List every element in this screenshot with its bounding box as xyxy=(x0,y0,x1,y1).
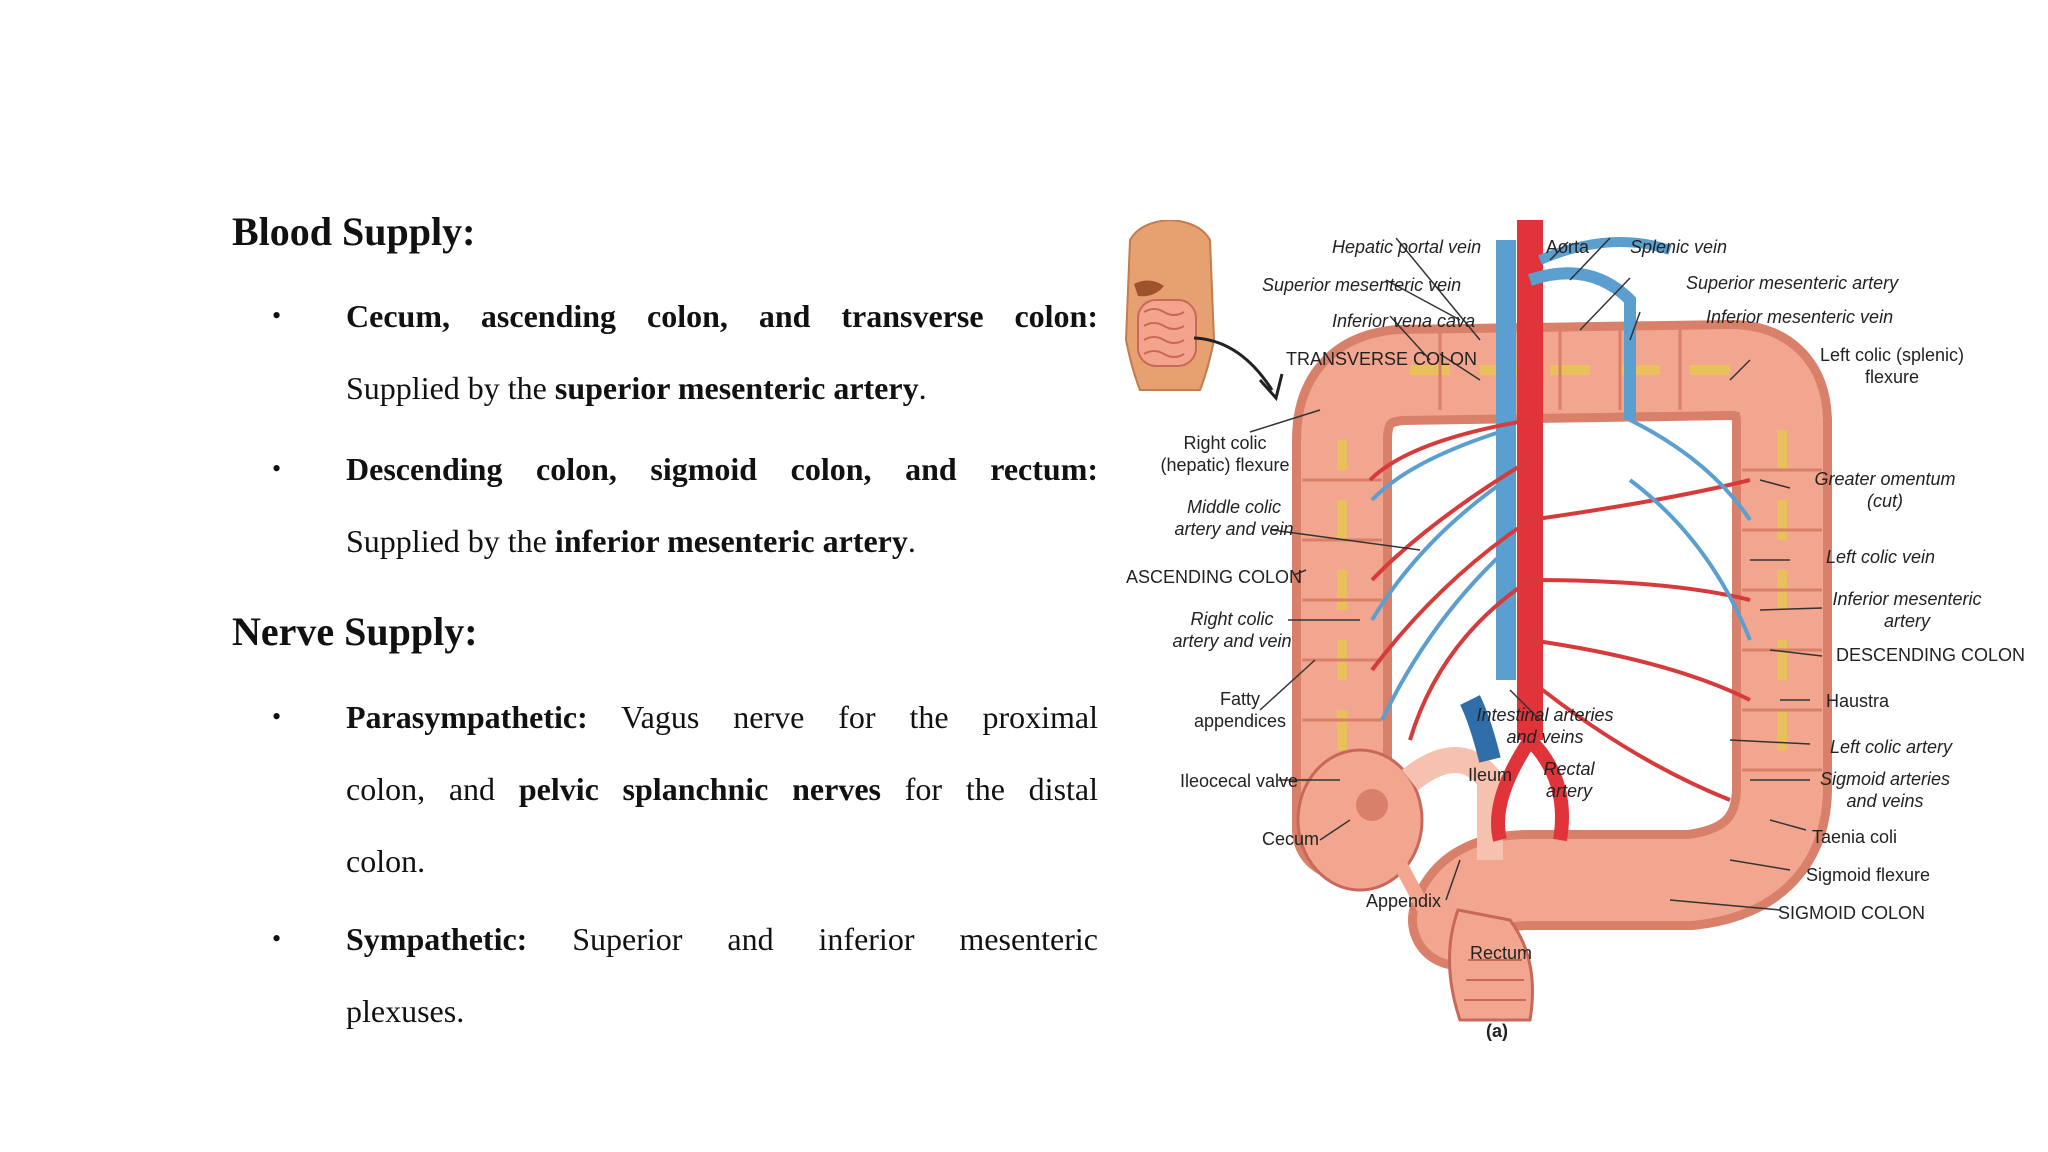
blood-supply-heading: Blood Supply: xyxy=(232,209,476,254)
item-text: colon. xyxy=(346,843,426,879)
item-lead: Parasympathetic: xyxy=(346,699,588,735)
nerve-supply-item-sympathetic: • Sympathetic: Superior and inferior mes… xyxy=(272,903,1098,1047)
label-right-colic: Right colic artery and vein xyxy=(1172,609,1292,651)
label-ileocecal-valve: Ileocecal valve xyxy=(1180,771,1299,791)
item-lead: Descending colon, sigmoid colon, and rec… xyxy=(346,451,1098,487)
pointer-arrow-icon xyxy=(1193,336,1274,391)
label-intestinal-arteries: Intestinal arteries and veins xyxy=(1476,705,1614,747)
nerve-supply-heading: Nerve Supply: xyxy=(232,609,478,654)
label-sigmoid-arteries: Sigmoid arteries and veins xyxy=(1819,769,1951,811)
label-sigmoid-colon: SIGMOID COLON xyxy=(1778,903,1926,923)
label-appendix: Appendix xyxy=(1366,891,1442,911)
item-emphasis: inferior mesenteric artery xyxy=(554,523,908,559)
label-superior-mesenteric-vein: Superior mesenteric vein xyxy=(1262,275,1462,295)
bullet-icon: • xyxy=(272,924,282,953)
item-emphasis: superior mesenteric artery xyxy=(554,370,919,406)
nerve-supply-item-parasympathetic: • Parasympathetic: Vagus nerve for the p… xyxy=(272,681,1099,897)
label-sigmoid-flexure: Sigmoid flexure xyxy=(1806,865,1931,885)
large-intestine xyxy=(1292,320,1832,1022)
blood-supply-item-inferior: • Descending colon, sigmoid colon, and r… xyxy=(272,433,1098,577)
label-panel: (a) xyxy=(1486,1021,1508,1041)
item-emphasis: pelvic splanchnic nerves xyxy=(518,771,881,807)
item-lead: Sympathetic: xyxy=(346,921,528,957)
colon-illustration xyxy=(1124,220,1832,1022)
blood-supply-item-superior: • Cecum, ascending colon, and transverse… xyxy=(272,280,1098,424)
label-greater-omentum: Greater omentum (cut) xyxy=(1814,469,1956,511)
torso-inset-icon xyxy=(1124,220,1216,391)
label-left-colic-artery: Left colic artery xyxy=(1830,737,1953,757)
item-text: plexuses. xyxy=(346,993,465,1029)
item-text: for the distal xyxy=(881,771,1099,807)
bullet-icon: • xyxy=(272,454,282,483)
label-rectal-artery: Rectal artery xyxy=(1543,759,1595,801)
label-taenia-coli: Taenia coli xyxy=(1812,827,1898,847)
label-superior-mesenteric-artery: Superior mesenteric artery xyxy=(1686,273,1899,293)
label-middle-colic: Middle colic artery and vein xyxy=(1174,497,1294,539)
label-splenic-vein: Splenic vein xyxy=(1630,237,1728,257)
item-text: Superior and inferior mesenteric xyxy=(527,921,1098,957)
leader-lines xyxy=(1249,237,1823,911)
label-ascending-colon: ASCENDING COLON xyxy=(1126,567,1303,587)
bullet-icon: • xyxy=(272,702,282,731)
label-transverse-colon: TRANSVERSE COLON xyxy=(1286,349,1478,369)
vessels xyxy=(1368,220,1752,842)
label-inferior-vena-cava: Inferior vena cava xyxy=(1332,311,1476,331)
item-text: Supplied by the xyxy=(346,370,555,406)
label-fatty-appendices: Fatty appendices xyxy=(1193,689,1287,731)
label-hepatic-portal-vein: Hepatic portal vein xyxy=(1332,237,1482,257)
label-left-colic-vein: Left colic vein xyxy=(1826,547,1936,567)
label-inferior-mesenteric-vein: Inferior mesenteric vein xyxy=(1706,307,1894,327)
item-text: Supplied by the xyxy=(346,523,555,559)
label-aorta: Aorta xyxy=(1546,237,1590,257)
label-rectum: Rectum xyxy=(1470,943,1533,963)
colon-anatomy-figure: Hepatic portal vein Aorta Splenic vein S… xyxy=(1110,220,2030,1060)
label-haustra: Haustra xyxy=(1826,691,1890,711)
label-right-colic-flexure: Right colic (hepatic) flexure xyxy=(1160,433,1290,475)
item-text: Vagus nerve for the proximal xyxy=(587,699,1098,735)
label-cecum: Cecum xyxy=(1262,829,1320,849)
bullet-icon: • xyxy=(272,301,282,330)
item-lead: Cecum, ascending colon, and transverse c… xyxy=(346,298,1098,334)
label-left-colic-flexure: Left colic (splenic) flexure xyxy=(1819,345,1965,387)
item-text: . xyxy=(918,370,927,406)
item-text: . xyxy=(907,523,916,559)
label-descending-colon: DESCENDING COLON xyxy=(1836,645,2026,665)
label-inferior-mesenteric-artery: Inferior mesenteric artery xyxy=(1832,589,1982,631)
item-text: colon, and xyxy=(346,771,519,807)
label-ileum: Ileum xyxy=(1468,765,1513,785)
